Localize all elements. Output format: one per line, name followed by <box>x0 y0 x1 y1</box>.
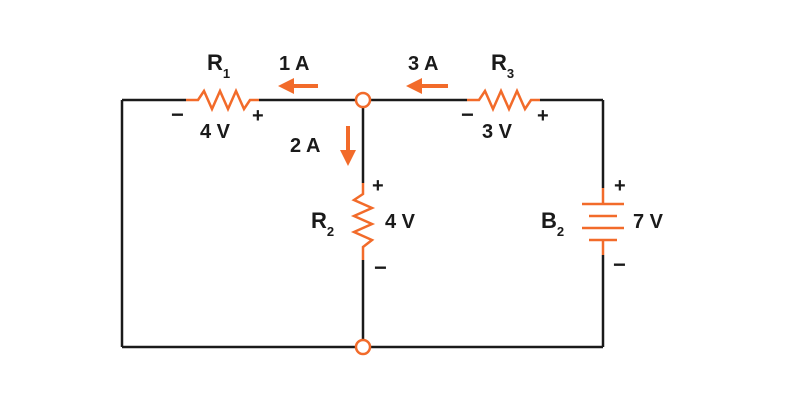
top-junction-node <box>354 91 372 109</box>
b2-plus: + <box>614 175 626 197</box>
r3-resistor-symbol <box>467 87 540 113</box>
current-arrow-1a <box>278 78 318 94</box>
r2-minus: − <box>374 255 387 280</box>
b2-battery-symbol <box>582 188 624 255</box>
b2-name: B2 <box>541 208 564 239</box>
current-label-2a: 2 A <box>290 135 320 157</box>
wires <box>120 98 605 349</box>
bottom-junction-node <box>354 338 372 356</box>
r2-voltage: 4 V <box>385 211 416 233</box>
r1-minus: − <box>171 102 184 127</box>
r2-name: R2 <box>311 208 334 239</box>
current-label-3a: 3 A <box>408 53 438 75</box>
r2-plus: + <box>372 175 384 197</box>
r3-minus: − <box>461 102 474 127</box>
current-arrow-2a <box>340 126 356 166</box>
r3-name: R3 <box>491 50 514 81</box>
r1-resistor-symbol <box>186 87 259 113</box>
r3-voltage: 3 V <box>482 121 513 143</box>
r2-resistor-symbol <box>350 183 376 260</box>
b2-voltage: 7 V <box>633 211 664 233</box>
r3-plus: + <box>537 105 549 127</box>
b2-minus: − <box>613 252 626 277</box>
current-label-1a: 1 A <box>279 53 309 75</box>
r1-plus: + <box>252 105 264 127</box>
r1-name: R1 <box>207 50 230 81</box>
current-arrow-3a <box>406 78 448 94</box>
r1-voltage: 4 V <box>200 121 231 143</box>
